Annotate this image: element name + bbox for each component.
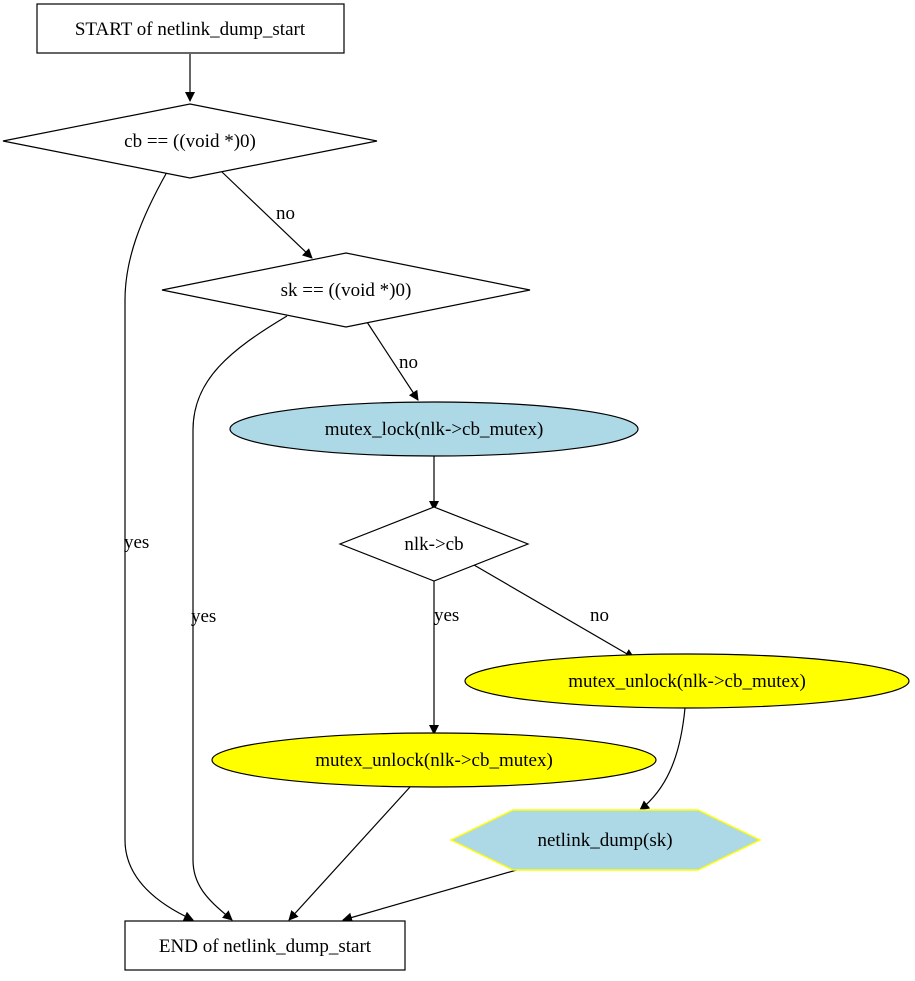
node-cond-nlkcb: nlk->cb (338, 506, 530, 582)
node-netlink-dump: netlink_dump(sk) (449, 809, 762, 871)
node-end: END of netlink_dump_start (124, 920, 406, 971)
node-mutex-lock: mutex_lock(nlk->cb_mutex) (229, 401, 639, 457)
edge-label-cond-nlkcb-no: no (590, 605, 609, 626)
node-netlink-dump-label: netlink_dump(sk) (537, 830, 672, 851)
node-start: START of netlink_dump_start (36, 3, 345, 54)
edge-unlock-right-to-netlink-dump (639, 707, 686, 811)
node-unlock-left: mutex_unlock(nlk->cb_mutex) (211, 732, 657, 788)
edges (124, 54, 686, 923)
node-unlock-right-label: mutex_unlock(nlk->cb_mutex) (568, 671, 806, 692)
node-cond-cb: cb == ((void *)0) (2, 103, 378, 179)
edge-cond-sk-yes (192, 315, 288, 921)
edge-cond-sk-no (366, 321, 419, 401)
node-unlock-right: mutex_unlock(nlk->cb_mutex) (464, 653, 910, 709)
edge-cond-cb-no (221, 171, 313, 259)
edge-netlink-dump-to-end (342, 868, 521, 923)
node-cond-sk: sk == ((void *)0) (161, 252, 531, 328)
edge-label-cond-sk-yes: yes (191, 606, 216, 627)
node-cond-nlkcb-label: nlk->cb (404, 534, 463, 555)
edge-cond-cb-yes (124, 171, 194, 921)
node-mutex-lock-label: mutex_lock(nlk->cb_mutex) (325, 419, 544, 440)
edge-label-cond-cb-yes: yes (124, 532, 149, 553)
edge-label-cond-sk-no: no (399, 352, 418, 373)
edge-label-cond-cb-no: no (276, 203, 295, 224)
edge-unlock-left-to-end (288, 786, 411, 921)
node-end-label: END of netlink_dump_start (159, 936, 372, 957)
node-start-label: START of netlink_dump_start (75, 19, 306, 40)
edge-cond-nlkcb-no (473, 564, 635, 659)
edge-label-cond-nlkcb-yes: yes (434, 605, 459, 626)
node-unlock-left-label: mutex_unlock(nlk->cb_mutex) (315, 750, 553, 771)
edge-labels: no yes no yes yes no (124, 203, 609, 627)
node-cond-cb-label: cb == ((void *)0) (124, 131, 256, 152)
node-cond-sk-label: sk == ((void *)0) (281, 280, 412, 301)
